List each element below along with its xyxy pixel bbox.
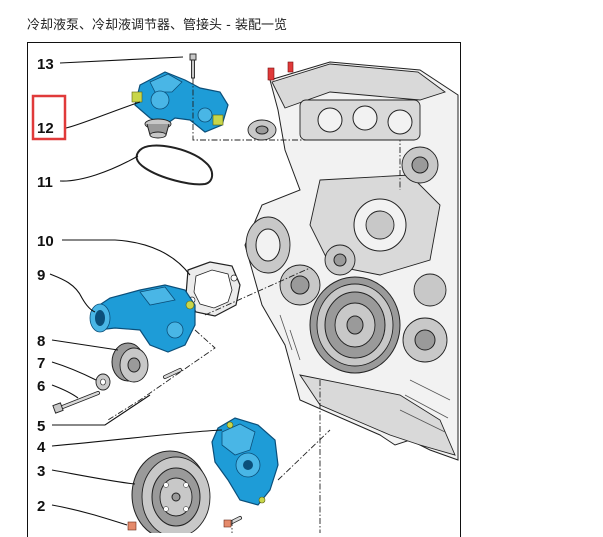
part-6-bolt: [52, 391, 100, 414]
part-4-coolant-pump: [211, 417, 279, 506]
part-5-bolt: [163, 368, 182, 379]
callout-11: 11: [37, 174, 53, 191]
part-8-small-pulley: [111, 342, 149, 383]
part-7-washer: [95, 373, 111, 391]
page-title: 冷却液泵、冷却液调节器、管接头 - 装配一览: [27, 18, 287, 33]
callout-12: 12: [37, 120, 54, 137]
engine-block: [244, 61, 459, 461]
callout-2: 2: [37, 498, 45, 515]
callout-4: 4: [37, 439, 46, 456]
part-12-coolant-regulator-housing: [131, 71, 229, 139]
diagram-frame: [27, 42, 461, 537]
part-3-large-pulley: [131, 450, 211, 533]
callout-5: 5: [37, 418, 45, 435]
callout-12-highlight-box: [31, 94, 67, 141]
callout-8: 8: [37, 333, 45, 350]
callout-6: 6: [37, 378, 45, 395]
leader-lines: [49, 56, 223, 526]
callout-7: 7: [37, 355, 45, 372]
callout-9: 9: [37, 267, 45, 284]
callout-10: 10: [37, 233, 54, 250]
part-9-coolant-connector: [89, 284, 196, 353]
callout-13: 13: [37, 56, 54, 73]
part-10-gasket-plate: [185, 261, 241, 317]
callout-3: 3: [37, 463, 45, 480]
part-2-bolts: [127, 516, 242, 531]
callout-numbers: 13 12 11 10 9 8 7 6 5 4 3 2: [37, 56, 54, 515]
alignment-lines: [107, 78, 401, 533]
part-13-bolt: [189, 53, 197, 79]
part-11-gasket: [135, 144, 214, 186]
